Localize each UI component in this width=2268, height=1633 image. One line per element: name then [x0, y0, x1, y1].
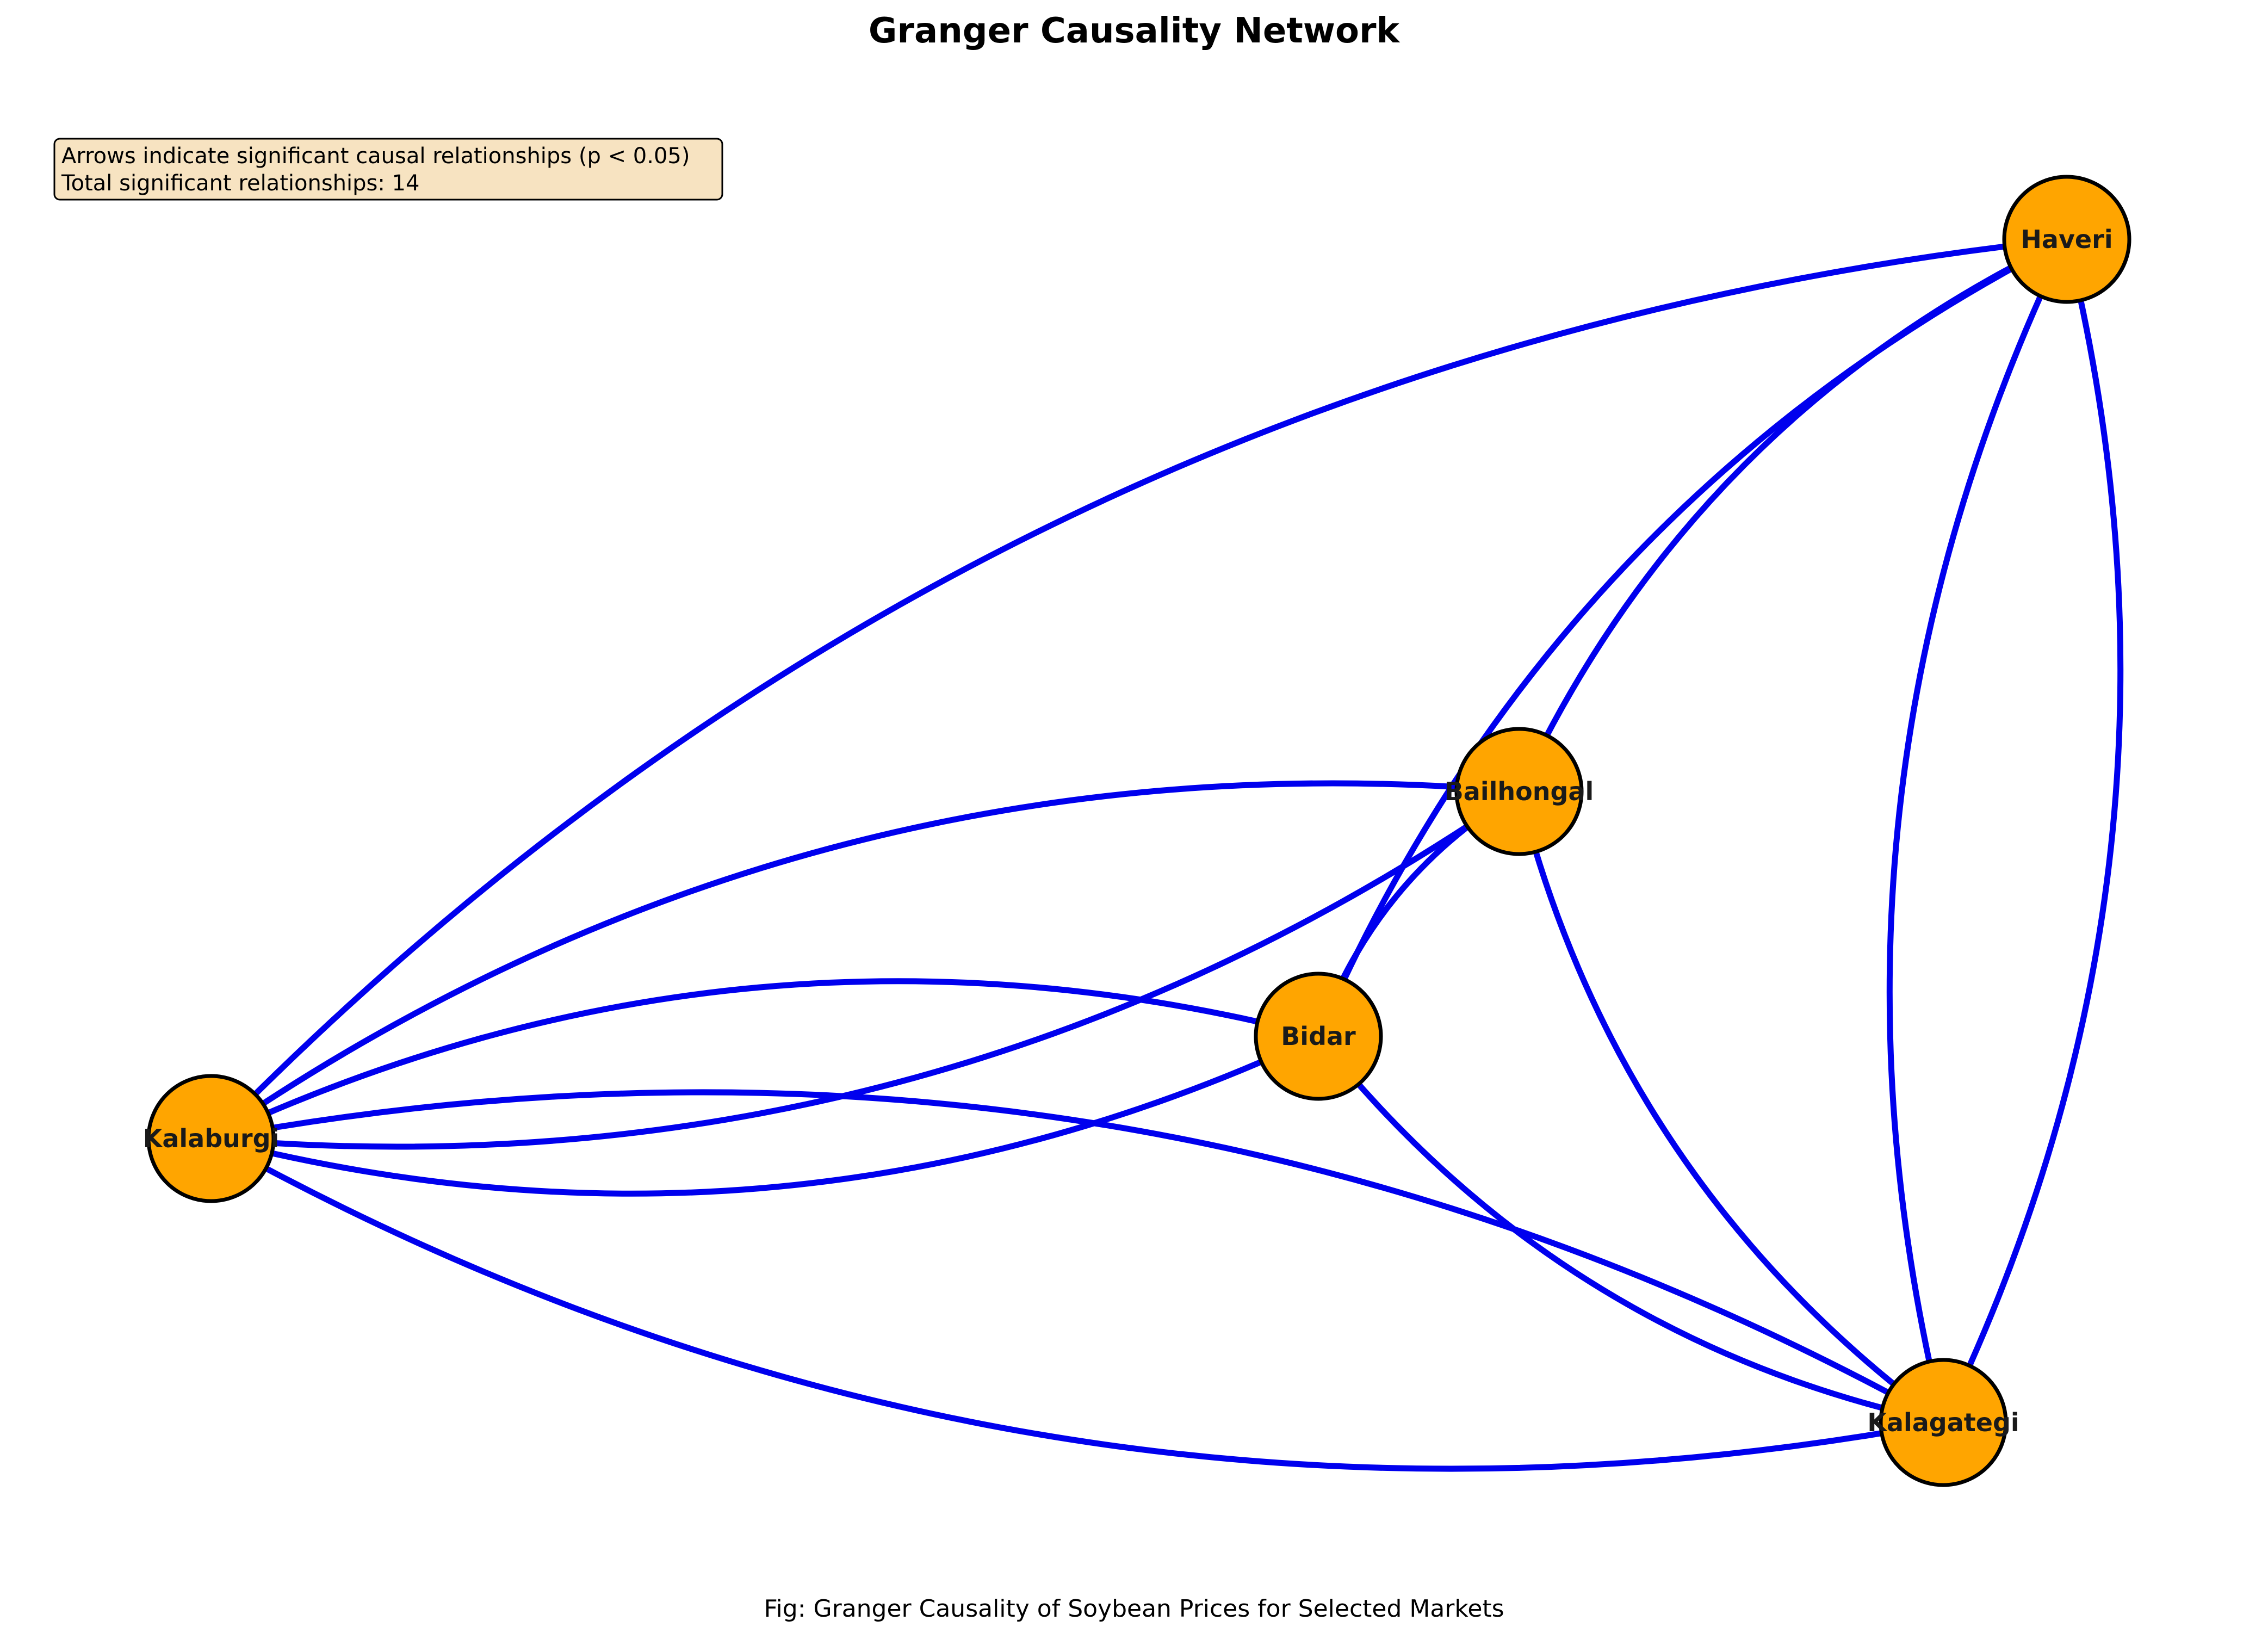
node-circle-haveri: [2002, 175, 2131, 304]
edge-kalagategi-to-haveri: [1940, 236, 2124, 1426]
legend-box: Arrows indicate significant causal relat…: [53, 138, 723, 201]
edge-kalagategi-to-kalaburgi: [208, 1089, 1947, 1426]
node-circle-bidar: [1254, 972, 1383, 1101]
edge-haveri-to-kalagategi: [1886, 236, 2070, 1426]
edge-bailhongal-to-kalagategi: [1516, 788, 1947, 1426]
node-bidar: Bidar: [1254, 972, 1383, 1101]
node-label-bidar: Bidar: [1281, 1022, 1356, 1051]
node-label-bailhongal: Bailhongal: [1445, 777, 1594, 806]
node-circle-bailhongal: [1454, 727, 1584, 856]
edge-bailhongal-to-kalaburgi: [208, 780, 1522, 1142]
edge-haveri-to-kalaburgi: [208, 236, 2070, 1142]
node-haveri: Haveri: [2002, 175, 2131, 304]
node-label-haveri: Haveri: [2021, 225, 2112, 254]
legend-background: [53, 138, 723, 201]
node-label-kalaburgi: Kalaburgi: [143, 1124, 280, 1153]
node-circle-kalaburgi: [146, 1074, 276, 1203]
node-circle-kalagategi: [1879, 1358, 2008, 1487]
chart-title: Granger Causality Network: [869, 11, 1401, 51]
legend-line-2: Total significant relationships: 14: [61, 171, 419, 196]
node-label-kalagategi: Kalagategi: [1867, 1408, 2019, 1437]
node-kalagategi: Kalagategi: [1867, 1358, 2019, 1487]
node-kalaburgi: Kalaburgi: [143, 1074, 280, 1203]
edge-bidar-to-kalaburgi: [208, 978, 1322, 1142]
edge-kalaburgi-to-kalagategi: [208, 1135, 1947, 1472]
edge-kalaburgi-to-bidar: [208, 1033, 1322, 1197]
figure-caption: Fig: Granger Causality of Soybean Prices…: [764, 1595, 1504, 1623]
edge-haveri-to-bidar: [1315, 236, 2070, 1040]
edge-bidar-to-kalagategi: [1315, 1033, 1947, 1426]
node-bailhongal: Bailhongal: [1445, 727, 1594, 856]
legend-line-1: Arrows indicate significant causal relat…: [61, 144, 690, 169]
edge-kalaburgi-to-bailhongal: [208, 788, 1522, 1150]
